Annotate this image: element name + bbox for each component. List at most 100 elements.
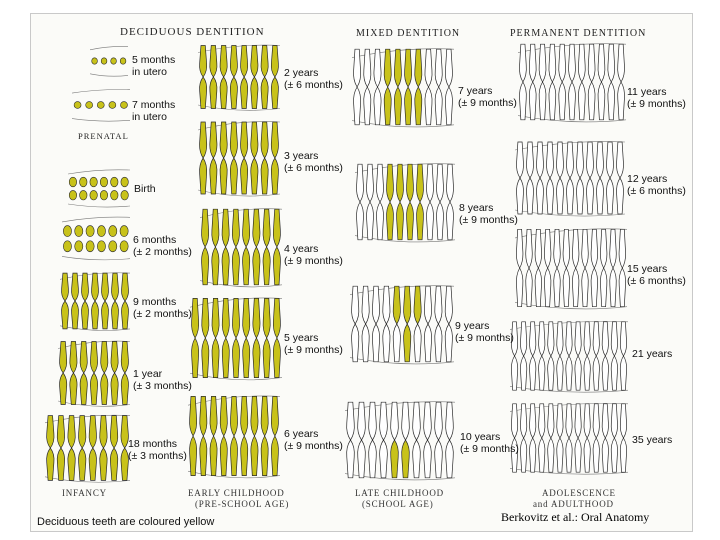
upper-tooth — [592, 321, 600, 357]
lower-tooth — [413, 323, 422, 363]
upper-tooth — [390, 401, 399, 441]
upper-tooth — [99, 415, 108, 449]
age-value: 9 years — [455, 320, 490, 332]
lower-tooth — [110, 372, 119, 405]
lower-tooth — [81, 300, 89, 330]
stage-age-label: 5 years(± 9 months) — [284, 332, 343, 356]
upper-tooth — [616, 141, 624, 179]
upper-tooth — [544, 228, 552, 269]
lower-tooth — [229, 76, 238, 109]
heading-deciduous-dentition: DECIDUOUS DENTITION — [120, 26, 265, 38]
lower-tooth — [199, 435, 208, 476]
lower-tooth — [536, 177, 544, 215]
dentition-sketch — [509, 403, 629, 475]
upper-tooth — [529, 403, 537, 439]
jaw-outline — [197, 189, 281, 197]
lower-tooth — [111, 300, 119, 330]
upper-tooth — [601, 321, 609, 357]
lower-tooth — [209, 76, 218, 109]
lower-tooth — [558, 81, 566, 121]
upper-tooth — [270, 45, 279, 78]
lower-tooth — [71, 300, 79, 330]
lower-tooth — [574, 355, 582, 391]
upper-tooth — [230, 396, 238, 437]
upper-tooth — [538, 403, 546, 439]
age-value: 21 years — [632, 348, 673, 360]
upper-tooth — [556, 141, 564, 179]
upper-tooth — [597, 43, 606, 83]
age-variation: (± 9 months) — [460, 443, 519, 455]
stage-age-label: 4 years(± 9 months) — [284, 243, 343, 267]
lower-tooth — [199, 76, 208, 109]
age-variation: (± 9 months) — [284, 440, 343, 452]
upper-tooth — [424, 285, 432, 325]
lower-tooth — [393, 86, 402, 126]
upper-tooth — [221, 208, 230, 248]
stage-age-label: 9 years(± 9 months) — [455, 320, 514, 344]
upper-tooth — [592, 403, 600, 439]
tooth-bud — [96, 101, 105, 109]
stage-1-year — [57, 338, 131, 413]
upper-tooth — [346, 401, 355, 441]
lower-tooth — [529, 437, 537, 473]
stage-birth — [67, 168, 131, 213]
tooth-crown — [85, 240, 95, 253]
lower-tooth — [59, 372, 68, 405]
stage-5-months-in-utero — [89, 45, 129, 82]
upper-tooth — [67, 415, 76, 449]
upper-tooth — [565, 403, 573, 439]
upper-tooth — [252, 208, 261, 248]
lower-tooth — [414, 86, 423, 126]
age-value: 2 years — [284, 67, 319, 79]
upper-tooth — [576, 141, 584, 179]
upper-tooth — [529, 321, 537, 357]
upper-tooth — [386, 163, 394, 203]
jaw-outline — [89, 73, 129, 77]
dentition-sketch — [344, 401, 456, 481]
lower-tooth — [568, 81, 576, 121]
lower-tooth — [610, 355, 618, 391]
lower-tooth — [231, 246, 240, 286]
upper-tooth — [536, 141, 544, 179]
jaw-outline — [187, 470, 281, 479]
upper-tooth — [91, 272, 99, 302]
lower-tooth — [597, 81, 606, 121]
lower-tooth — [390, 439, 399, 479]
jaw-outline — [514, 209, 626, 217]
jaw-outline — [67, 169, 131, 175]
lower-tooth — [368, 439, 377, 479]
upper-tooth — [546, 141, 554, 179]
heading-permanent-dentition: PERMANENT DENTITION — [510, 28, 647, 39]
upper-tooth — [260, 396, 269, 437]
age-variation: (± 6 months) — [284, 79, 343, 91]
upper-tooth — [609, 228, 617, 269]
stage-18-months — [44, 412, 131, 489]
jaw-outline — [514, 228, 628, 239]
upper-tooth — [404, 48, 413, 88]
lower-tooth — [262, 246, 271, 286]
upper-tooth — [110, 341, 119, 374]
lower-tooth — [547, 355, 555, 391]
upper-tooth — [520, 321, 528, 357]
lower-tooth — [120, 372, 129, 405]
stage-21-years — [509, 318, 629, 399]
upper-tooth — [209, 121, 218, 159]
lower-tooth — [383, 86, 392, 126]
upper-tooth — [209, 45, 218, 78]
lower-tooth — [610, 437, 618, 473]
upper-tooth — [363, 48, 372, 88]
lower-tooth — [272, 337, 281, 378]
upper-tooth — [69, 341, 78, 374]
upper-tooth — [607, 43, 616, 83]
age-variation: (± 6 months) — [627, 275, 686, 287]
jaw-outline — [61, 216, 131, 223]
lower-tooth — [566, 177, 574, 215]
stage-5-years — [189, 294, 283, 387]
jaw-outline — [349, 357, 455, 365]
lower-tooth — [56, 447, 65, 481]
dentition-sketch — [44, 414, 131, 483]
tooth-bud — [91, 57, 98, 65]
upper-tooth — [379, 401, 388, 441]
lower-tooth — [240, 157, 249, 195]
dentition-sketch — [517, 43, 627, 123]
